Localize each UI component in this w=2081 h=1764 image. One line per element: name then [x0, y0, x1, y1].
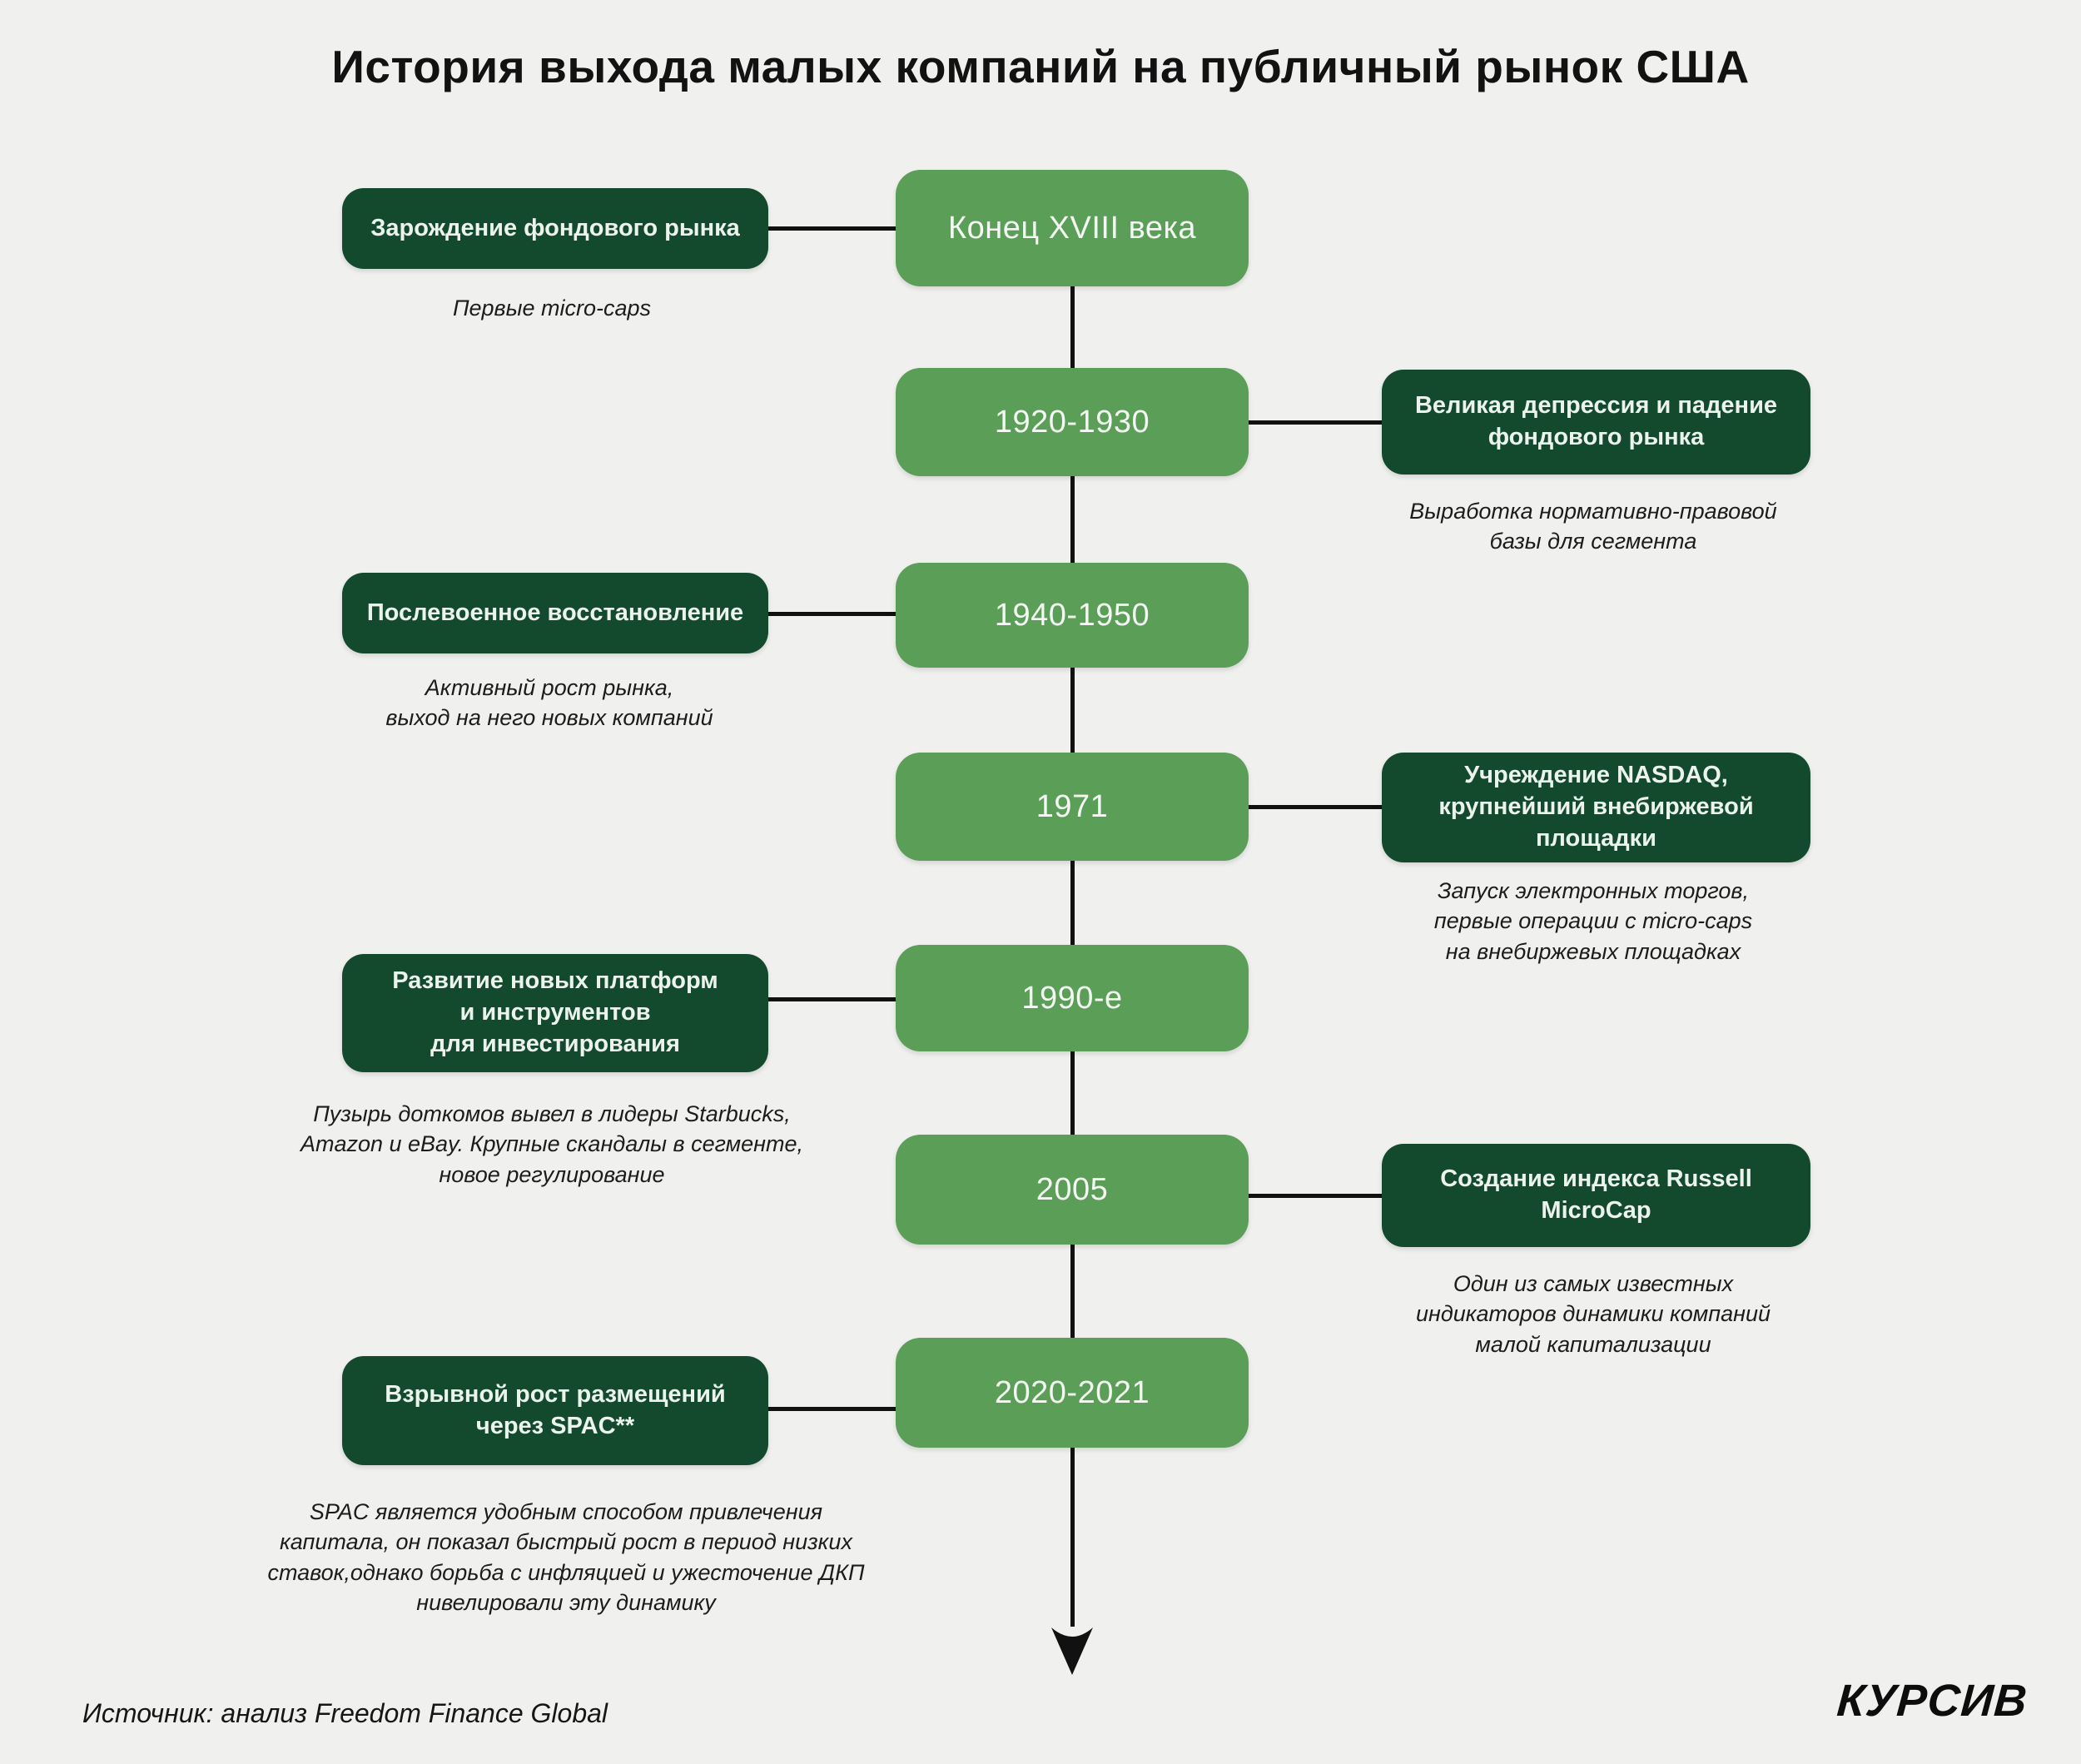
connector-line	[768, 1407, 896, 1411]
connector-line	[768, 612, 896, 616]
note-spac-dynamics: SPAC является удобным способом привлечен…	[267, 1499, 865, 1616]
note-smallcap-indicator: Один из самых известных индикаторов дина…	[1415, 1271, 1771, 1357]
page-title: История выхода малых компаний на публичн…	[331, 41, 1750, 92]
connector-line	[1249, 1194, 1382, 1198]
note-dotcom-bubble: Пузырь доткомов вывел в лидеры Starbucks…	[300, 1101, 804, 1187]
note-regulatory-base: Выработка нормативно-правовой базы для с…	[1409, 499, 1777, 554]
connector-line	[768, 226, 896, 231]
source-caption: Источник: анализ Freedom Finance Global	[82, 1698, 608, 1728]
date-box-1940-1950: 1940-1950	[896, 563, 1249, 668]
event-box-great-depression: Великая депрессия и падение фондового ры…	[1382, 370, 1810, 475]
event-box-russell-microcap: Создание индекса Russell MicroCap	[1382, 1144, 1810, 1247]
event-box-nasdaq: Учреждение NASDAQ, крупнейший внебиржево…	[1382, 753, 1810, 862]
note-market-growth: Активный рост рынка, выход на него новых…	[385, 675, 713, 731]
event-box-postwar-recovery: Послевоенное восстановление	[342, 573, 768, 653]
date-box-1920-1930: 1920-1930	[896, 368, 1249, 476]
date-box-18th-century: Конец XVIII века	[896, 170, 1249, 286]
date-box-1971: 1971	[896, 753, 1249, 861]
date-box-2020-2021: 2020-2021	[896, 1338, 1249, 1448]
note-electronic-trading: Запуск электронных торгов, первые операц…	[1433, 878, 1753, 964]
timeline-arrow-icon	[1051, 1627, 1093, 1675]
connector-line	[1249, 420, 1382, 425]
connector-line	[768, 997, 896, 1001]
note-first-microcaps: Первые micro-caps	[452, 296, 652, 321]
event-box-origin: Зарождение фондового рынка	[342, 188, 768, 269]
event-box-spac-boom: Взрывной рост размещений через SPAC**	[342, 1356, 768, 1465]
date-box-2005: 2005	[896, 1135, 1249, 1245]
kursiv-logo: КУРСИВ	[1835, 1676, 2030, 1726]
date-box-1990s: 1990-е	[896, 945, 1249, 1051]
connector-line	[1249, 805, 1382, 809]
event-box-new-platforms: Развитие новых платформ и инструментов д…	[342, 954, 768, 1072]
